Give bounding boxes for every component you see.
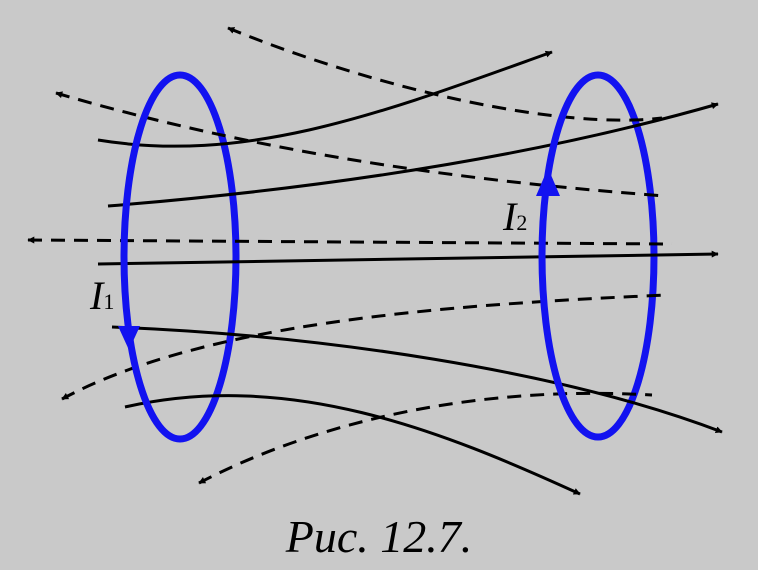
- current-2-arrow-icon: [536, 168, 560, 196]
- loop-1-front: [120, 71, 181, 443]
- current-1-arrow-icon: [118, 326, 140, 350]
- field-line-dashed-3: [27, 236, 673, 246]
- loop-2-front: [538, 71, 599, 441]
- field-line-dashed-4: [61, 293, 669, 401]
- figure-caption: Рис. 12.7.: [285, 511, 473, 562]
- field-line-solid-2: [107, 102, 719, 208]
- field-line-solid-3: [97, 250, 719, 266]
- field-line-solid-5: [124, 394, 581, 496]
- field-line-solid-1: [97, 50, 553, 148]
- current-1-label: I1: [89, 273, 114, 318]
- field-line-dashed-5: [198, 391, 653, 485]
- field-line-dashed-2: [55, 91, 666, 198]
- field-line-dashed-1: [227, 26, 663, 122]
- current-2-label: I2: [502, 194, 527, 239]
- field-line-solid-4: [111, 325, 723, 434]
- loop-1-back: [179, 71, 240, 443]
